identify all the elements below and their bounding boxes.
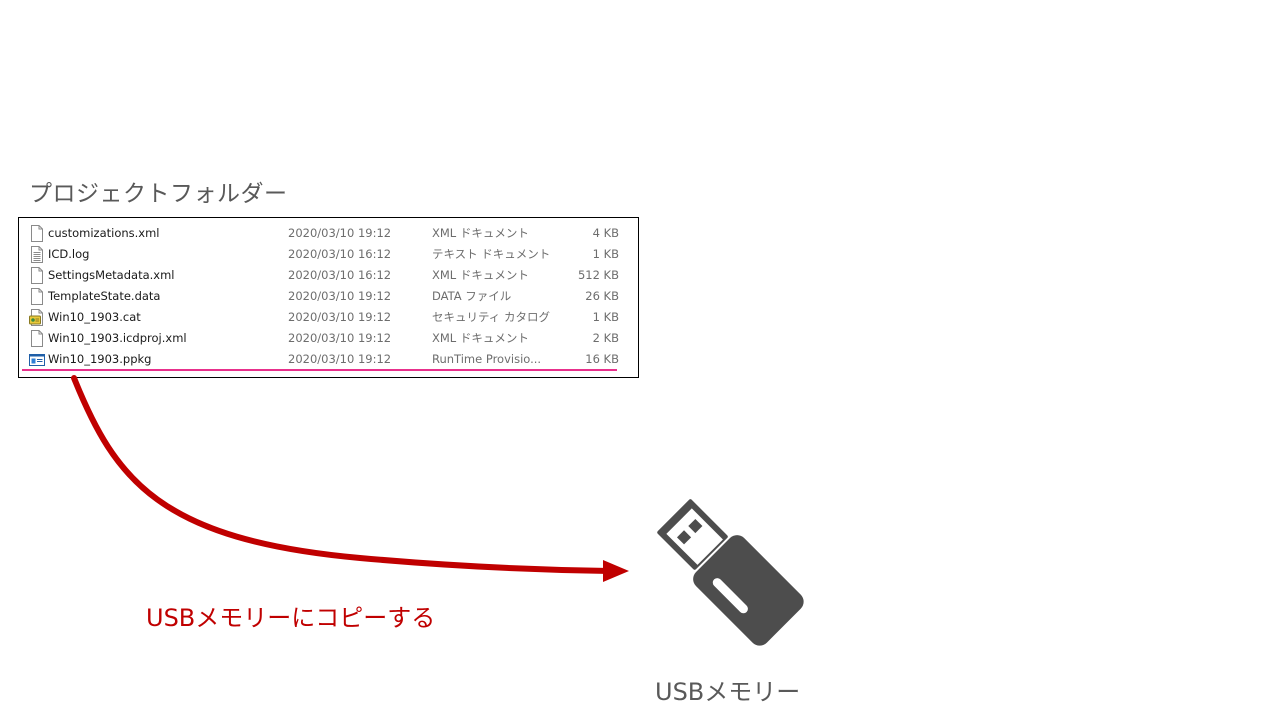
file-size: 26 KB	[585, 289, 619, 303]
file-date: 2020/03/10 19:12	[288, 310, 392, 324]
text-file-icon	[31, 246, 43, 263]
file-type: XML ドキュメント	[432, 226, 529, 240]
data-file-icon	[31, 288, 43, 305]
copy-label: USBメモリーにコピーする	[146, 604, 436, 632]
file-row[interactable]: SettingsMetadata.xml 2020/03/10 16:12 XM…	[29, 265, 629, 286]
file-name: TemplateState.data	[48, 289, 161, 303]
highlight-underline	[22, 369, 617, 371]
usb-memory-icon	[657, 499, 804, 646]
xml-file-icon	[31, 267, 43, 284]
file-size: 16 KB	[585, 352, 619, 366]
file-row-highlighted[interactable]: Win10_1903.ppkg 2020/03/10 19:12 RunTime…	[29, 349, 629, 370]
file-date: 2020/03/10 16:12	[288, 268, 392, 282]
file-type: XML ドキュメント	[432, 268, 529, 282]
provisioning-package-icon	[29, 354, 45, 366]
xml-file-icon	[31, 330, 43, 347]
security-catalog-icon	[29, 309, 43, 326]
file-size: 2 KB	[592, 331, 619, 345]
arrow-head-icon	[603, 560, 629, 582]
file-date: 2020/03/10 19:12	[288, 226, 392, 240]
file-type: RunTime Provisio...	[432, 352, 542, 366]
file-size: 1 KB	[592, 310, 619, 324]
xml-file-icon	[31, 225, 43, 242]
file-size: 1 KB	[592, 247, 619, 261]
file-row[interactable]: Win10_1903.cat 2020/03/10 19:12 セキュリティ カ…	[29, 307, 629, 328]
file-row[interactable]: customizations.xml 2020/03/10 19:12 XML …	[29, 223, 629, 244]
file-name: Win10_1903.icdproj.xml	[48, 331, 187, 345]
file-date: 2020/03/10 16:12	[288, 247, 392, 261]
file-date: 2020/03/10 19:12	[288, 331, 392, 345]
file-list: customizations.xml 2020/03/10 19:12 XML …	[18, 217, 639, 378]
file-name: Win10_1903.ppkg	[48, 352, 152, 366]
file-name: customizations.xml	[48, 226, 160, 240]
usb-label: USBメモリー	[655, 678, 801, 706]
file-size: 512 KB	[577, 268, 619, 282]
file-type: XML ドキュメント	[432, 331, 529, 345]
file-type: テキスト ドキュメント	[432, 247, 551, 261]
file-row[interactable]: ICD.log 2020/03/10 16:12 テキスト ドキュメント 1 K…	[29, 244, 629, 265]
folder-title: プロジェクトフォルダー	[29, 181, 288, 207]
file-date: 2020/03/10 19:12	[288, 352, 392, 366]
file-size: 4 KB	[592, 226, 619, 240]
file-name: ICD.log	[48, 247, 90, 261]
file-name: SettingsMetadata.xml	[48, 268, 175, 282]
file-name: Win10_1903.cat	[48, 310, 141, 324]
file-date: 2020/03/10 19:12	[288, 289, 392, 303]
file-row[interactable]: TemplateState.data 2020/03/10 19:12 DATA…	[29, 286, 629, 307]
arrow-curve	[71, 375, 613, 574]
file-type: DATA ファイル	[432, 289, 512, 303]
file-type: セキュリティ カタログ	[432, 310, 550, 324]
file-row[interactable]: Win10_1903.icdproj.xml 2020/03/10 19:12 …	[29, 328, 629, 349]
